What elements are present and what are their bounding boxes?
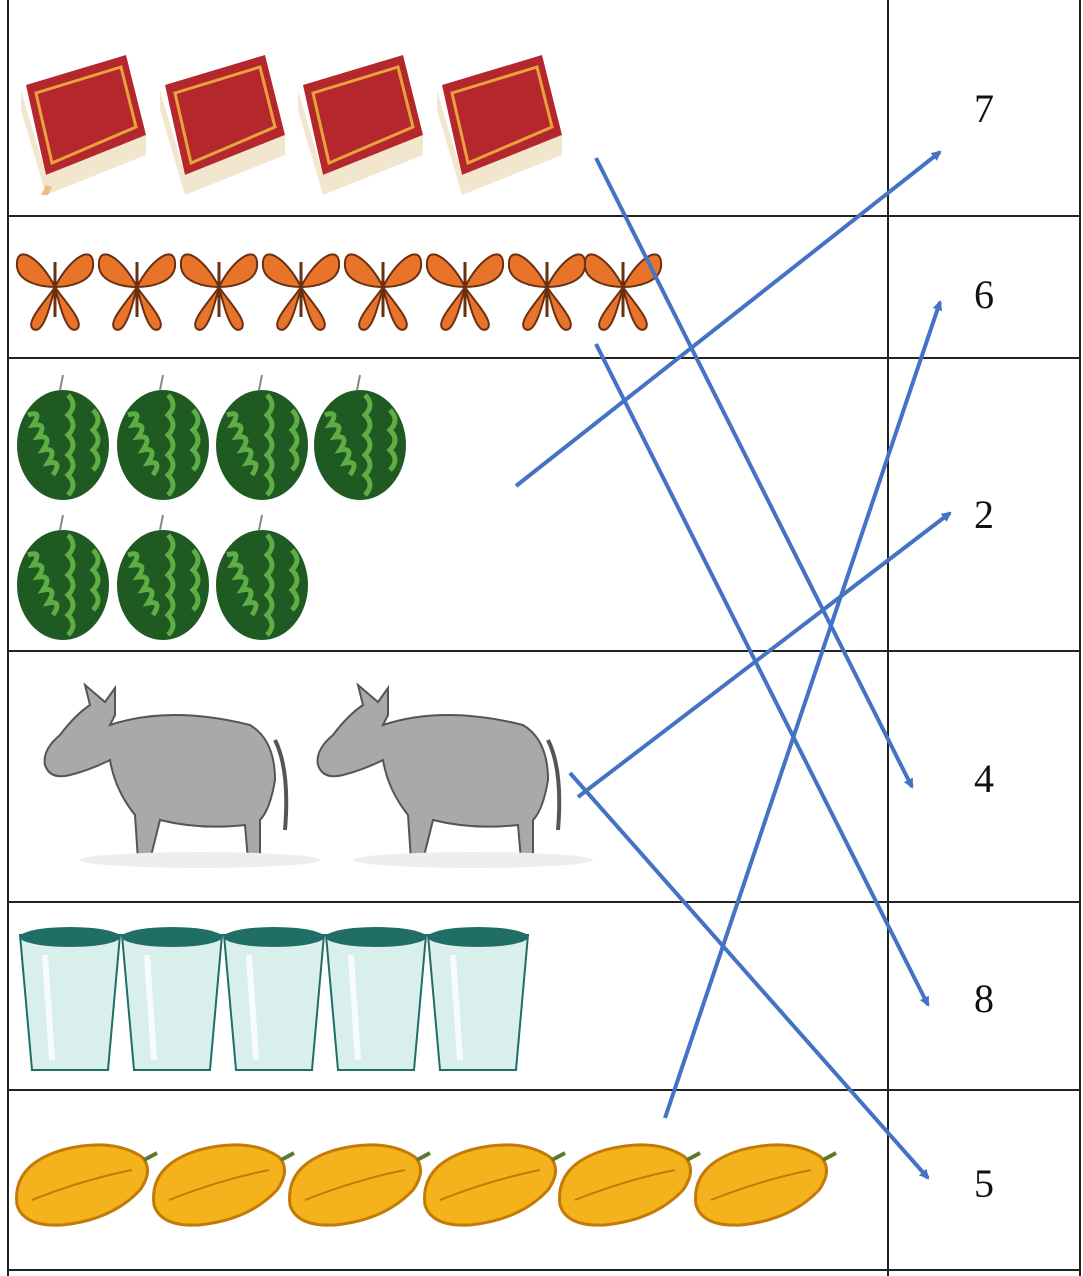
glass-icon [18, 927, 122, 1071]
book-icon [21, 55, 146, 195]
glass-icon [222, 927, 326, 1071]
butterfly-icon [15, 253, 95, 331]
watermelon-icon [216, 514, 308, 640]
papaya-icon [15, 1143, 158, 1227]
watermelon-icon [216, 374, 308, 500]
butterfly-icon [425, 253, 505, 331]
donkey-icon [43, 682, 320, 868]
match-arrow-glass-to-5 [568, 771, 930, 1180]
row-butterflies [15, 253, 663, 331]
glass-icon [426, 927, 530, 1071]
number-label: 2 [974, 492, 994, 537]
row-watermelons [17, 374, 406, 640]
matching-arrows [514, 150, 952, 1180]
glass-icon [120, 927, 224, 1071]
butterfly-icon [583, 253, 663, 331]
watermelon-icon [17, 374, 109, 500]
papaya-icon [558, 1143, 701, 1227]
watermelon-icon [314, 374, 406, 500]
butterfly-icon [179, 253, 259, 331]
papaya-icon [694, 1143, 837, 1227]
butterfly-icon [343, 253, 423, 331]
number-label: 7 [974, 86, 994, 131]
papaya-icon [288, 1143, 431, 1227]
book-icon [298, 55, 423, 195]
watermelon-icon [117, 514, 209, 640]
number-label: 6 [974, 272, 994, 317]
number-label: 4 [974, 756, 994, 801]
row-books [21, 55, 562, 195]
glass-icon [324, 927, 428, 1071]
papaya-icon [423, 1143, 566, 1227]
match-arrow-watermelon-to-7 [514, 150, 942, 488]
number-label: 5 [974, 1161, 994, 1206]
match-arrow-butterfly-to-8 [594, 343, 930, 1007]
butterfly-icon [261, 253, 341, 331]
butterfly-icon [97, 253, 177, 331]
match-arrow-donkey-to-2 [576, 511, 952, 799]
match-arrow-book-to-4 [594, 157, 914, 789]
donkey-icon [316, 682, 593, 868]
book-icon [160, 55, 285, 195]
match-arrow-papaya-to-6 [663, 300, 943, 1119]
row-glasses [18, 927, 530, 1071]
row-papayas [15, 1143, 837, 1227]
number-column: 7 6 2 4 8 5 [974, 86, 994, 1206]
papaya-icon [152, 1143, 295, 1227]
book-icon [437, 55, 562, 195]
table-grid [7, 0, 1081, 1276]
watermelon-icon [17, 514, 109, 640]
butterfly-icon [507, 253, 587, 331]
row-donkeys [43, 682, 593, 868]
number-label: 8 [974, 976, 994, 1021]
watermelon-icon [117, 374, 209, 500]
